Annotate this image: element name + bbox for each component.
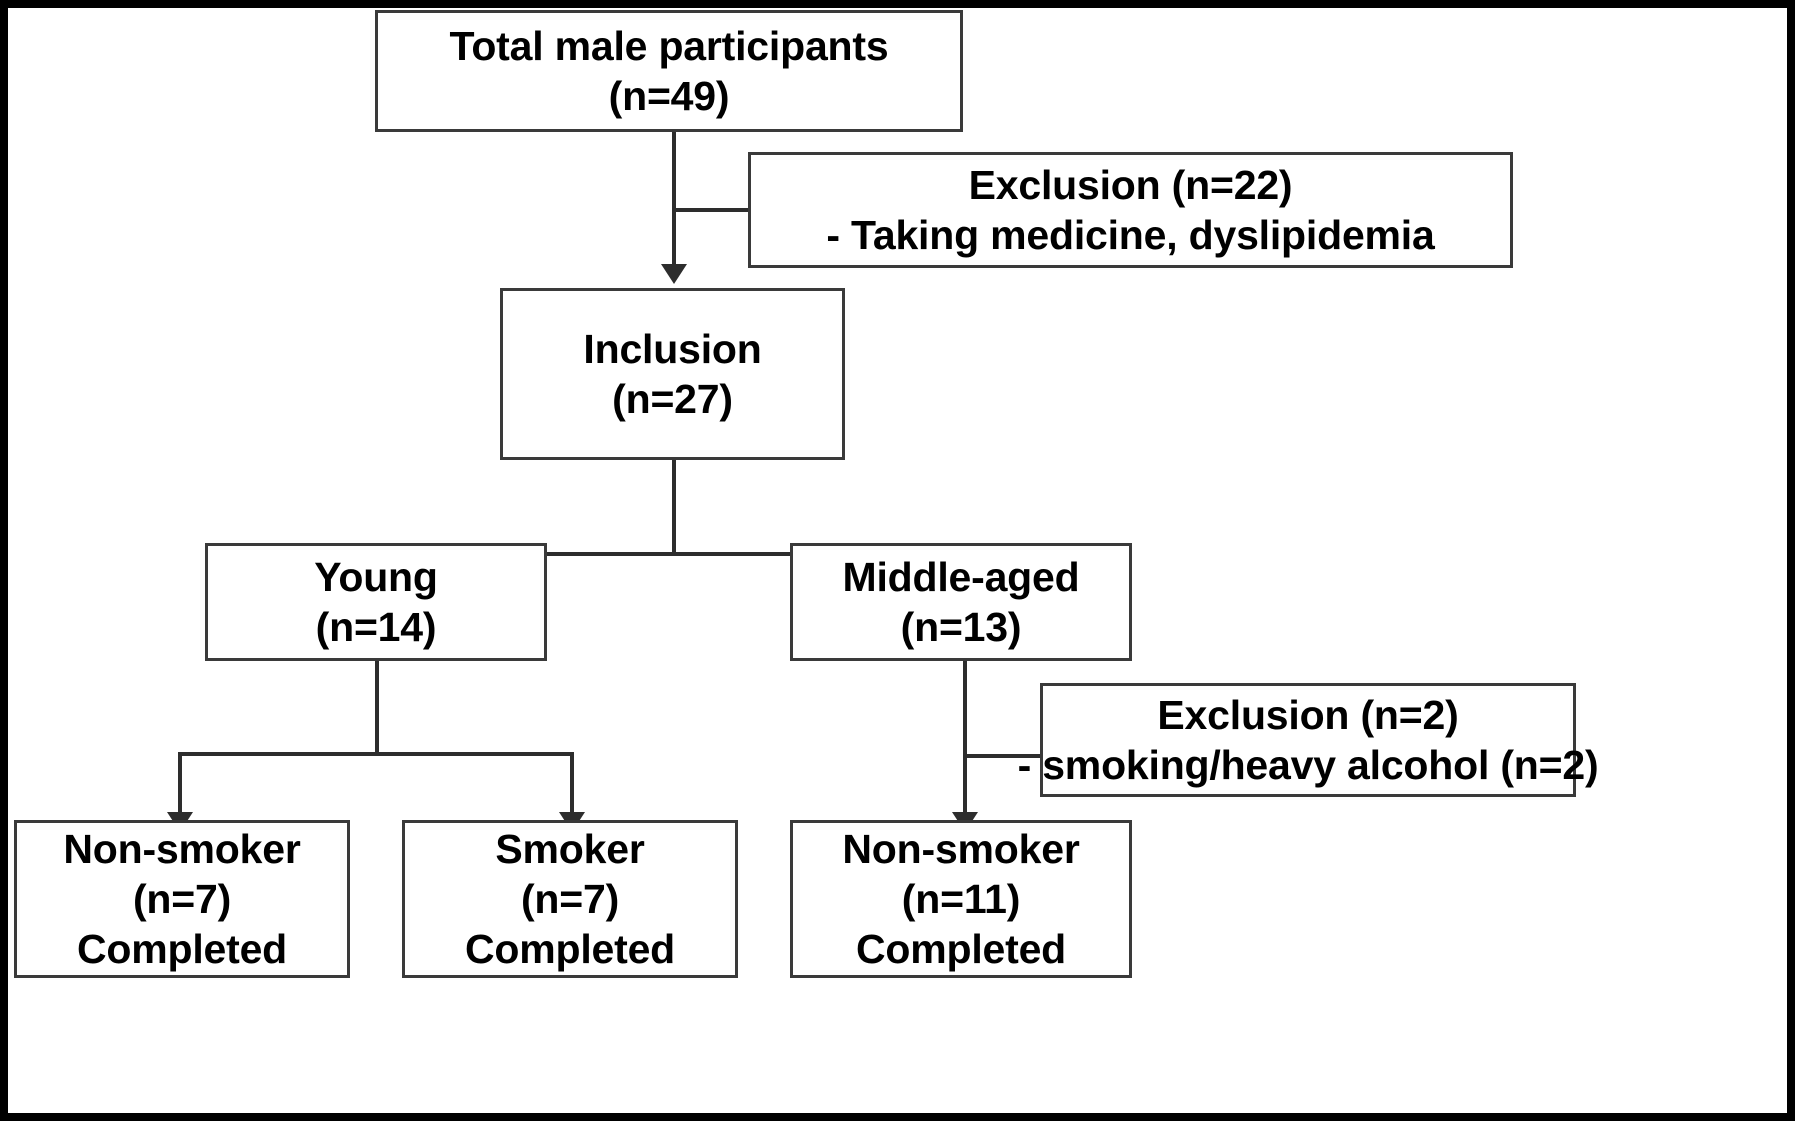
connector-total-to-inclusion xyxy=(672,132,676,266)
connector-inclusion-stem xyxy=(672,460,676,556)
node-exclusion-1-line1: Exclusion (n=22) xyxy=(968,161,1293,208)
node-young-smoker-line3: Completed xyxy=(464,926,676,972)
node-middle-aged-non-smoker-line1: Non-smoker xyxy=(842,825,1080,872)
arrow-total-to-inclusion xyxy=(661,264,687,284)
connector-young-to-nonsmoker xyxy=(178,752,182,814)
node-young-smoker-line1: Smoker xyxy=(495,825,645,872)
node-young-line1: Young xyxy=(314,553,438,600)
node-middle-aged-non-smoker: Non-smoker (n=11) Completed xyxy=(790,820,1132,978)
node-middle-aged-line1: Middle-aged xyxy=(842,553,1080,600)
node-middle-aged-line2: (n=13) xyxy=(900,604,1022,650)
connector-middle-aged-to-exclusion2 xyxy=(963,754,1041,758)
node-young-smoker: Smoker (n=7) Completed xyxy=(402,820,738,978)
node-exclusion-2-line1: Exclusion (n=2) xyxy=(1157,691,1459,738)
connector-young-stem xyxy=(375,661,379,756)
node-exclusion-2: Exclusion (n=2) - smoking/heavy alcohol … xyxy=(1018,683,1599,797)
connector-young-to-smoker xyxy=(570,752,574,814)
node-young-non-smoker-line3: Completed xyxy=(76,926,288,972)
node-young: Young (n=14) xyxy=(205,543,547,661)
node-total-line1: Total male participants xyxy=(449,22,889,69)
connector-young-split-bar xyxy=(178,752,574,756)
flowchart-canvas: Total male participants (n=49) Exclusion… xyxy=(8,8,1787,1113)
node-young-non-smoker-line1: Non-smoker xyxy=(63,825,301,872)
node-middle-aged-non-smoker-line2: (n=11) xyxy=(901,875,1021,922)
node-young-smoker-line2: (n=7) xyxy=(520,875,620,922)
node-exclusion-1-line2: - Taking medicine, dyslipidemia xyxy=(826,212,1435,258)
node-total-line2: (n=49) xyxy=(608,73,730,119)
connector-middle-aged-stem xyxy=(963,661,967,814)
node-young-non-smoker: Non-smoker (n=7) Completed xyxy=(14,820,350,978)
node-middle-aged-non-smoker-line3: Completed xyxy=(855,926,1067,972)
node-inclusion-line1: Inclusion xyxy=(583,325,762,372)
node-young-line2: (n=14) xyxy=(315,604,437,650)
node-exclusion-2-line2: - smoking/heavy alcohol (n=2) xyxy=(1017,742,1599,788)
node-total-male-participants: Total male participants (n=49) xyxy=(375,10,963,132)
connector-total-to-exclusion1 xyxy=(672,208,750,212)
node-middle-aged: Middle-aged (n=13) xyxy=(790,543,1132,661)
node-exclusion-1: Exclusion (n=22) - Taking medicine, dysl… xyxy=(748,152,1513,268)
connector-inclusion-split-bar xyxy=(375,552,1055,556)
node-inclusion: Inclusion (n=27) xyxy=(500,288,845,460)
node-young-non-smoker-line2: (n=7) xyxy=(132,875,232,922)
node-inclusion-line2: (n=27) xyxy=(612,376,733,422)
